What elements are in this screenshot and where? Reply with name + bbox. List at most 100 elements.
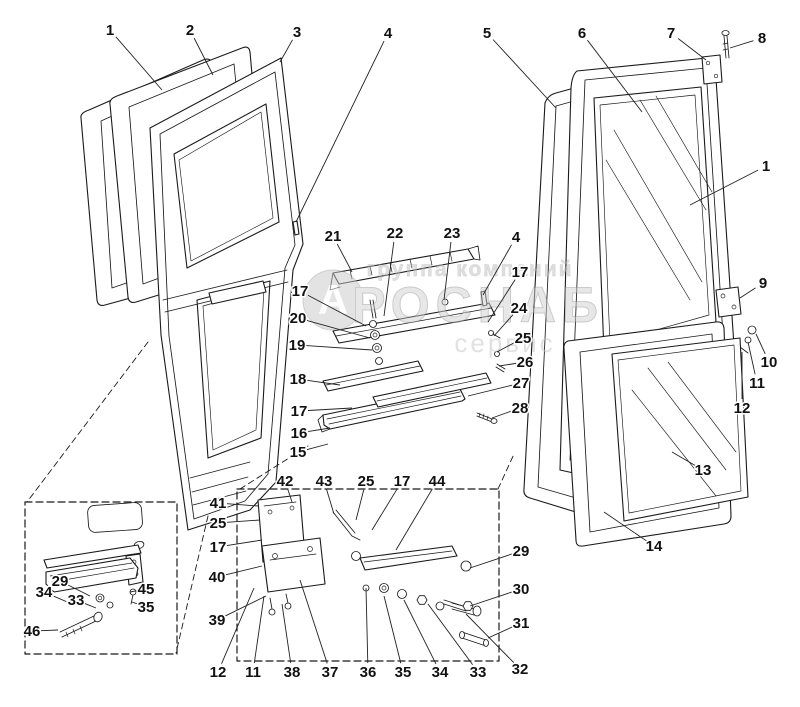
leader-line-49 bbox=[253, 595, 265, 664]
part-label-37: 42 bbox=[277, 473, 294, 490]
leader-line-30 bbox=[307, 427, 331, 433]
part-label-39: 25 bbox=[358, 473, 375, 490]
leader-line-42 bbox=[67, 584, 91, 597]
watermark: А группа компаний РОСНАБ сервис bbox=[302, 258, 598, 358]
leader-line-41 bbox=[395, 488, 433, 551]
leader-line-29 bbox=[307, 407, 353, 411]
top-hinge bbox=[701, 30, 730, 85]
part-label-23: 27 bbox=[513, 375, 530, 392]
leader-line-43 bbox=[52, 595, 73, 605]
part-label-6: 7 bbox=[667, 25, 675, 42]
leader-line-48 bbox=[221, 587, 255, 664]
leader-line-22 bbox=[498, 362, 517, 367]
leader-line-51 bbox=[299, 579, 328, 664]
leader-line-4 bbox=[492, 39, 557, 109]
leader-line-27 bbox=[305, 345, 373, 351]
leader-line-14 bbox=[603, 511, 647, 542]
leader-line-20 bbox=[493, 314, 514, 337]
leader-line-33 bbox=[226, 519, 261, 523]
part-label-12: 12 bbox=[734, 400, 751, 417]
part-label-14: 14 bbox=[646, 538, 663, 555]
part-label-9: 9 bbox=[759, 275, 767, 292]
part-label-59: 31 bbox=[513, 615, 530, 632]
leader-line-0 bbox=[115, 36, 163, 91]
leader-line-31 bbox=[306, 443, 329, 451]
leader-line-54 bbox=[403, 599, 437, 665]
part-label-51: 37 bbox=[322, 664, 339, 681]
part-label-19: 17 bbox=[512, 264, 529, 281]
part-label-40: 17 bbox=[394, 473, 411, 490]
part-label-49: 11 bbox=[245, 664, 261, 681]
part-label-53: 35 bbox=[395, 664, 412, 681]
left-door-frame bbox=[149, 57, 304, 531]
part-label-57: 29 bbox=[513, 543, 530, 560]
part-label-5: 6 bbox=[578, 25, 586, 42]
leader-line-1 bbox=[193, 37, 214, 76]
part-label-31: 15 bbox=[290, 444, 307, 461]
leader-line-8 bbox=[689, 169, 759, 206]
part-label-52: 36 bbox=[360, 664, 377, 681]
leader-line-53 bbox=[383, 595, 402, 664]
lock-detail-box bbox=[236, 488, 500, 662]
part-label-13: 13 bbox=[695, 462, 712, 479]
part-label-15: 21 bbox=[325, 228, 342, 245]
part-label-25: 17 bbox=[292, 283, 309, 300]
leader-line-46 bbox=[129, 590, 138, 593]
part-label-55: 33 bbox=[470, 664, 487, 681]
middle-hinge bbox=[715, 286, 757, 354]
projection-lines bbox=[26, 341, 515, 654]
handle-detail-box bbox=[24, 501, 178, 655]
part-label-26: 20 bbox=[290, 310, 307, 327]
part-label-43: 34 bbox=[36, 584, 53, 601]
part-label-16: 22 bbox=[387, 225, 404, 242]
part-label-20: 24 bbox=[511, 300, 528, 317]
part-label-34: 17 bbox=[210, 539, 227, 556]
leader-line-21 bbox=[496, 341, 516, 353]
part-label-50: 38 bbox=[284, 664, 301, 681]
part-label-45: 46 bbox=[24, 623, 41, 640]
part-label-35: 40 bbox=[209, 569, 226, 586]
leader-line-10 bbox=[755, 333, 766, 355]
leader-line-28 bbox=[306, 379, 341, 386]
leader-line-34 bbox=[226, 539, 263, 547]
leader-line-47 bbox=[131, 601, 138, 605]
leader-line-15 bbox=[336, 243, 353, 273]
leader-line-11 bbox=[747, 341, 756, 375]
leader-line-50 bbox=[281, 603, 292, 664]
leader-line-3 bbox=[295, 40, 385, 223]
leader-line-25 bbox=[307, 294, 367, 327]
leader-line-52 bbox=[365, 587, 369, 664]
part-label-41: 44 bbox=[429, 473, 446, 490]
part-label-30: 16 bbox=[291, 425, 308, 442]
part-label-27: 19 bbox=[289, 337, 306, 354]
leader-line-16 bbox=[383, 241, 395, 317]
leader-line-23 bbox=[467, 384, 513, 397]
watermark-line-bottom: сервис bbox=[454, 328, 555, 358]
part-label-4: 5 bbox=[483, 25, 491, 42]
leader-line-18 bbox=[482, 244, 512, 296]
leader-line-19 bbox=[487, 279, 516, 323]
watermark-line-top: группа компаний bbox=[366, 258, 573, 281]
part-label-44: 33 bbox=[68, 592, 85, 609]
part-label-36: 39 bbox=[209, 612, 226, 629]
part-label-1: 2 bbox=[186, 22, 194, 39]
leader-line-7 bbox=[729, 40, 754, 49]
part-label-38: 43 bbox=[316, 473, 333, 490]
part-label-18: 4 bbox=[512, 229, 521, 246]
leader-line-2 bbox=[279, 39, 293, 63]
leader-line-58 bbox=[469, 591, 513, 607]
leader-line-36 bbox=[224, 595, 267, 617]
part-label-56: 32 bbox=[512, 661, 529, 678]
leader-line-32 bbox=[226, 503, 259, 507]
leader-line-55 bbox=[427, 603, 474, 666]
watermark-logo bbox=[302, 269, 364, 331]
leader-line-59 bbox=[487, 626, 513, 639]
part-label-2: 3 bbox=[293, 24, 301, 41]
part-label-11: 11 bbox=[749, 375, 765, 392]
watermark-logo-letter: А bbox=[318, 276, 348, 323]
leader-line-35 bbox=[225, 565, 263, 576]
leader-line-39 bbox=[355, 489, 365, 521]
